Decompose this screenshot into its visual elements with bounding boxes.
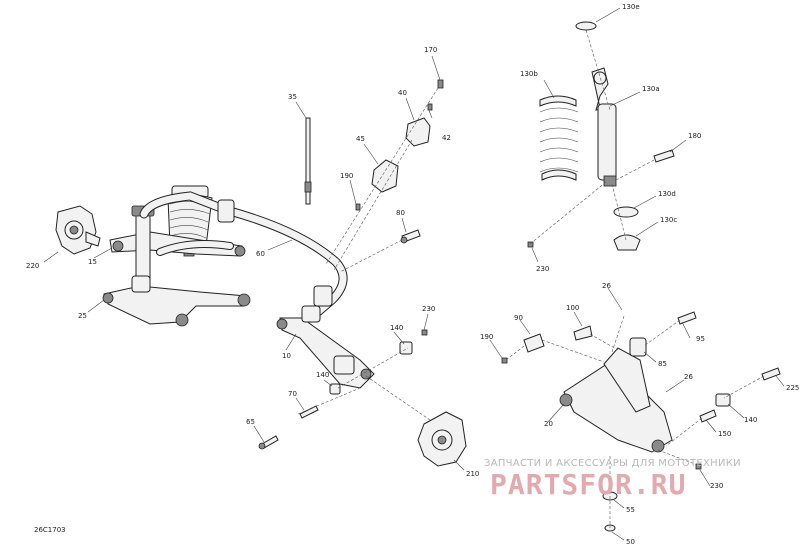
callout-150: 150 (718, 430, 731, 438)
callout-80: 80 (396, 209, 405, 217)
callout-55: 55 (626, 506, 635, 514)
watermark-logo: PARTSFOR.RU (490, 468, 686, 501)
assembly-guide-lines (297, 29, 765, 528)
callout-180: 180 (688, 132, 701, 140)
callout-25: 25 (78, 312, 87, 320)
callout-45: 45 (356, 135, 365, 143)
bushing-and-bracket (355, 79, 444, 211)
callout-70: 70 (288, 390, 297, 398)
watermark-text: ЗАПЧАСТИ И АКСЕССУАРЫ ДЛЯ МОТОТЕХНИКИ (484, 458, 741, 469)
callout-85: 85 (658, 360, 667, 368)
callout-220: 220 (26, 262, 39, 270)
front-knuckle (417, 411, 467, 467)
callout-140: 140 (744, 416, 757, 424)
callout-15: 15 (88, 258, 97, 266)
callout-60: 60 (256, 250, 265, 258)
callout-140: 140 (390, 324, 403, 332)
callout-130c: 130c (660, 216, 677, 224)
callout-20: 20 (544, 420, 553, 428)
bolt-80 (400, 229, 421, 244)
coil-spring (539, 95, 579, 181)
callout-labels: 170 40 42 45 35 190 80 60 220 15 25 10 1… (26, 3, 799, 546)
callout-100: 100 (566, 304, 579, 312)
callout-225: 225 (786, 384, 799, 392)
callout-170: 170 (424, 46, 437, 54)
leader-lines (43, 7, 785, 541)
callout-130e: 130e (622, 3, 640, 11)
callout-230: 230 (536, 265, 549, 273)
stabilizer-bar (139, 191, 348, 317)
callout-26: 26 (684, 373, 693, 381)
shock-absorber-exploded (575, 21, 617, 187)
callout-190: 190 (340, 172, 353, 180)
callout-42: 42 (442, 134, 451, 142)
callout-130d: 130d (658, 190, 676, 198)
link-rod (305, 117, 311, 205)
callout-10: 10 (282, 352, 291, 360)
callout-210: 210 (466, 470, 479, 478)
callout-40: 40 (398, 89, 407, 97)
trailing-arm (559, 311, 781, 453)
callout-95: 95 (696, 335, 705, 343)
watermark: ЗАПЧАСТИ И АКСЕССУАРЫ ДЛЯ МОТОТЕХНИКИ PA… (484, 458, 741, 501)
callout-140: 140 (316, 371, 329, 379)
callout-35: 35 (288, 93, 297, 101)
left-lower-arm (102, 275, 251, 327)
callout-130a: 130a (642, 85, 660, 93)
callout-50: 50 (626, 538, 635, 546)
callout-130b: 130b (520, 70, 538, 78)
diagram-code: 26C1703 (34, 526, 66, 534)
callout-190: 190 (480, 333, 493, 341)
callout-230: 230 (422, 305, 435, 313)
callout-90: 90 (514, 314, 523, 322)
callout-26: 26 (602, 282, 611, 290)
callout-65: 65 (246, 418, 255, 426)
left-knuckle (55, 205, 101, 255)
callout-230: 230 (710, 482, 723, 490)
center-control-arm (276, 305, 375, 389)
